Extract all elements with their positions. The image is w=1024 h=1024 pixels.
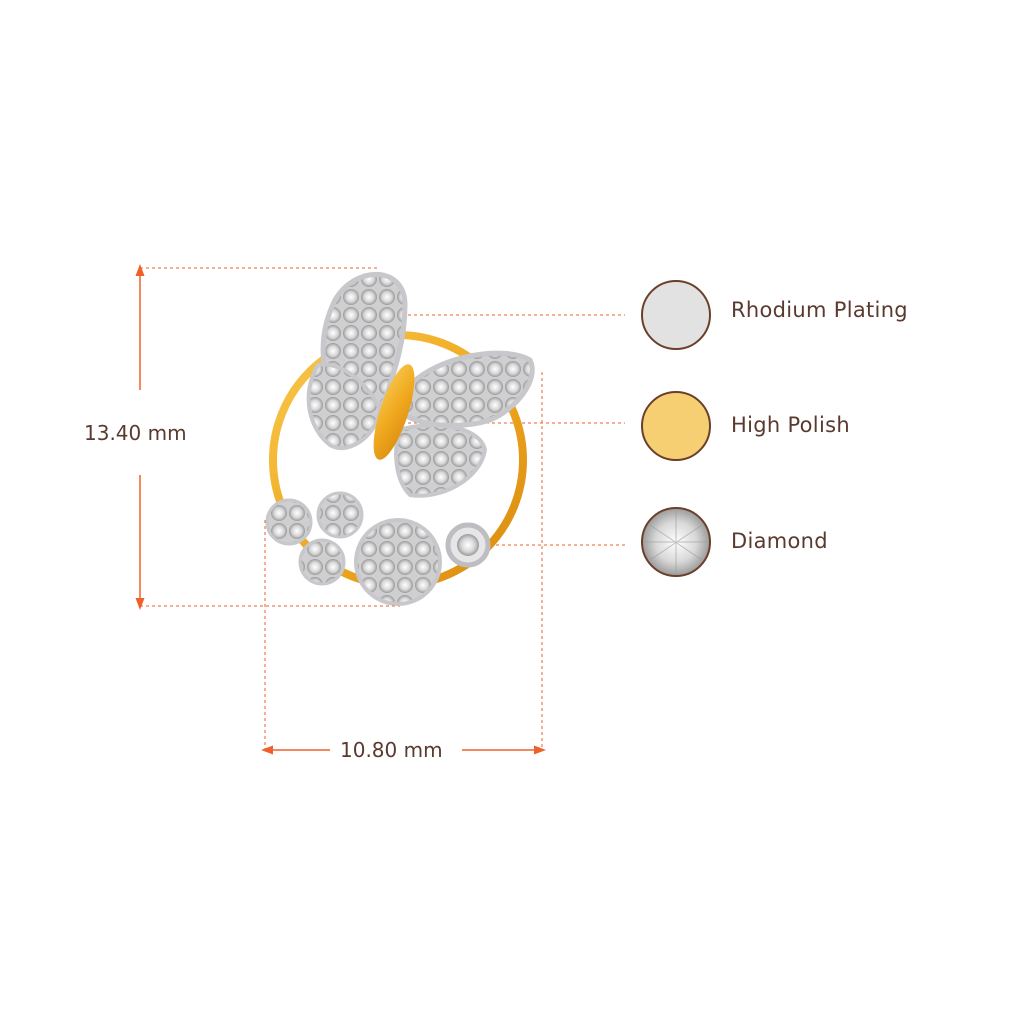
- bezel-diamond: [457, 534, 479, 556]
- cluster-disc: [354, 518, 442, 606]
- flower-petal: [316, 491, 364, 539]
- dimension-arrows: [135, 264, 546, 755]
- butterfly-body: [373, 364, 415, 460]
- flower-cluster: [265, 491, 364, 586]
- legend-label-rhodium: Rhodium Plating: [731, 298, 908, 322]
- legend-label-diamond: Diamond: [731, 529, 828, 553]
- dimension-guides: [140, 267, 625, 750]
- rhodium-swatch-icon: [641, 280, 711, 350]
- legend-label-high-polish: High Polish: [731, 413, 850, 437]
- flower-petal: [298, 538, 346, 586]
- width-dimension-label: 10.80 mm: [340, 738, 443, 762]
- height-dimension-label: 13.40 mm: [84, 421, 187, 445]
- earring-illustration: [265, 271, 535, 606]
- gold-swatch-icon: [641, 391, 711, 461]
- lower-left-wing: [306, 362, 383, 451]
- flower-petal: [265, 498, 313, 546]
- lower-right-wing: [394, 423, 488, 498]
- diamond-facets-icon: [644, 510, 708, 574]
